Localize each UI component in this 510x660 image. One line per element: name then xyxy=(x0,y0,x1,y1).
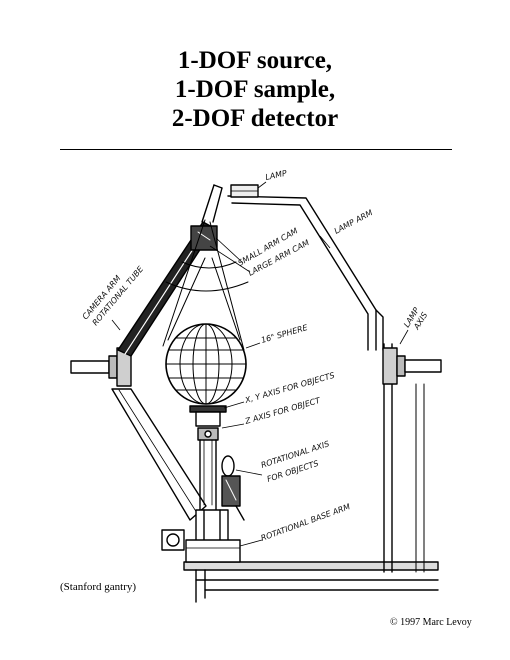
base-housing xyxy=(161,509,241,563)
camera-axis-hub xyxy=(70,347,132,387)
camera-arm-tube xyxy=(117,221,218,357)
object-stage xyxy=(189,405,227,511)
label-lamp-arm: LAMP ARM xyxy=(333,208,375,236)
figure-caption: (Stanford gantry) xyxy=(60,581,137,593)
sphere xyxy=(165,323,247,405)
cam-arms xyxy=(162,219,249,351)
label-sphere: 16" SPHERE xyxy=(260,323,310,345)
label-lamp: LAMP xyxy=(265,169,288,182)
lamp-axis-hub xyxy=(382,347,442,385)
lamp-arm xyxy=(227,195,384,351)
copyright-notice: © 1997 Marc Levoy xyxy=(390,617,472,628)
title-line-1: 1-DOF source, xyxy=(177,47,333,74)
base-platform xyxy=(183,561,439,603)
lamp xyxy=(230,184,259,198)
arm-frame xyxy=(201,184,223,223)
label-xy-axis: X, Y AXIS FOR OBJECTS xyxy=(243,371,336,405)
lower-left-arm xyxy=(111,388,207,521)
divider-rule xyxy=(60,149,452,150)
label-base-arm: ROTATIONAL BASE ARM xyxy=(260,502,352,543)
title-block: 1-DOF source, 1-DOF sample, 2-DOF detect… xyxy=(0,46,510,133)
rotational-motor xyxy=(221,455,245,521)
title-line-3: 2-DOF detector xyxy=(171,105,339,132)
title-line-2: 1-DOF sample, xyxy=(174,76,336,103)
